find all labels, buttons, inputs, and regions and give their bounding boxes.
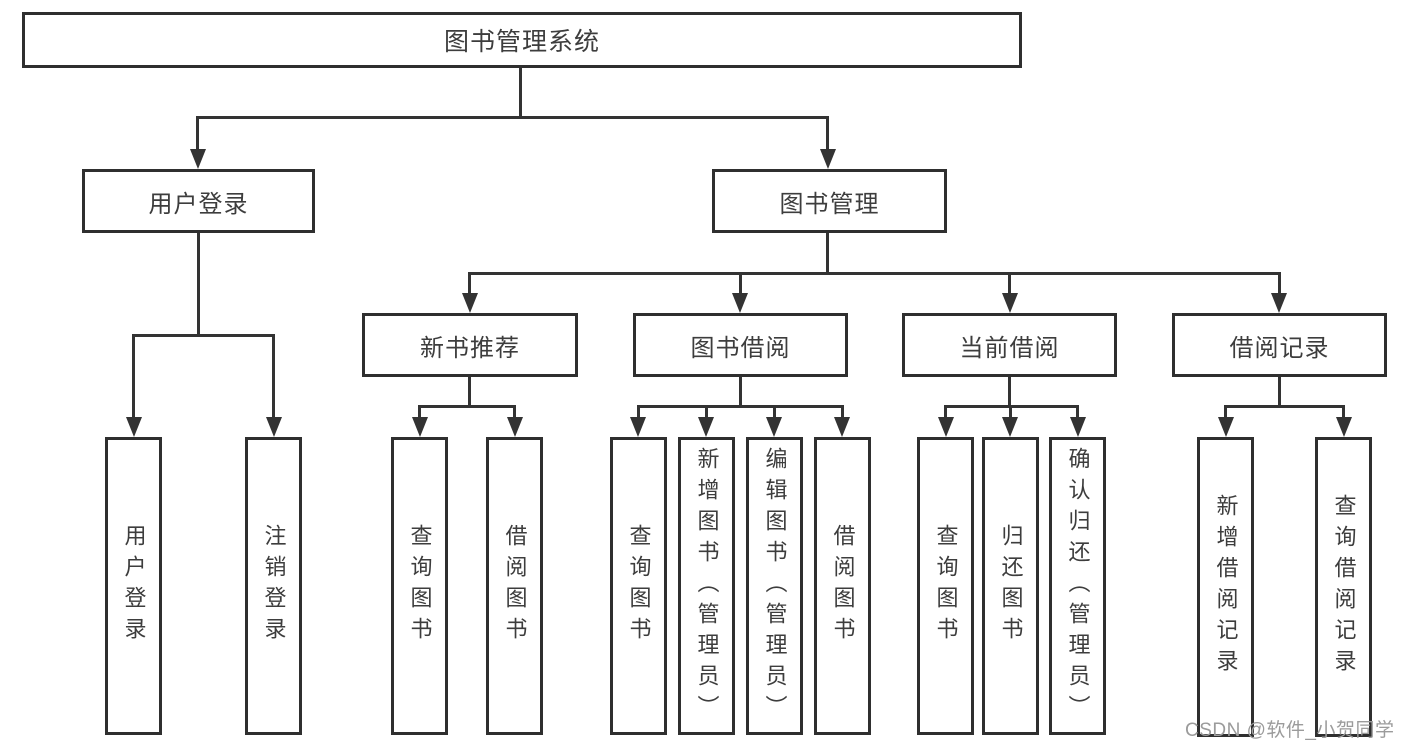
arrow-down-icon [630,417,646,437]
connector-line [739,272,742,300]
connector-line [637,405,844,408]
connector-line [468,272,471,300]
leaf-logout: 注销登录 [245,437,302,735]
connector-line [519,68,522,118]
connector-line [196,116,829,119]
connector-line [705,405,708,425]
leaf-user-login: 用户登录 [105,437,162,735]
leaf-query-books-borrowing: 查询图书 [610,437,667,735]
arrow-down-icon [834,417,850,437]
connector-line [1342,405,1345,425]
arrow-down-icon [766,417,782,437]
arrow-down-icon [820,149,836,169]
node-user-login: 用户登录 [82,169,315,233]
leaf-add-borrow-record: 新增借阅记录 [1197,437,1254,737]
connector-line [1278,377,1281,408]
node-current-borrowing: 当前借阅 [902,313,1117,377]
arrow-down-icon [462,293,478,313]
connector-line [468,272,1281,275]
connector-line [1008,377,1011,408]
connector-line [1224,405,1345,408]
arrow-down-icon [1070,417,1086,437]
leaf-return-books: 归还图书 [982,437,1039,735]
node-borrow-records: 借阅记录 [1172,313,1387,377]
connector-line [468,377,471,408]
connector-line [1278,272,1281,300]
node-book-management: 图书管理 [712,169,947,233]
connector-line [1009,405,1012,425]
connector-line [944,405,947,425]
connector-line [1076,405,1079,425]
connector-line [197,233,200,336]
node-book-management-label: 图书管理 [779,190,880,218]
arrow-down-icon [938,417,954,437]
arrow-down-icon [1002,417,1018,437]
connector-line [1224,405,1227,425]
arrow-down-icon [412,417,428,437]
arrow-down-icon [507,417,523,437]
node-root: 图书管理系统 [22,12,1022,68]
node-new-book-recommend-label: 新书推荐 [420,334,520,362]
watermark: CSDN @软件_小贺同学 [1185,720,1395,741]
connector-line [513,405,516,425]
arrow-down-icon [732,293,748,313]
leaf-query-borrow-record: 查询借阅记录 [1315,437,1372,737]
leaf-query-books-current: 查询图书 [917,437,974,735]
leaf-borrow-books-recommend: 借阅图书 [486,437,543,735]
connector-line [196,116,199,156]
connector-line [1008,272,1011,300]
arrow-down-icon [266,417,282,437]
connector-line [773,405,776,425]
arrow-down-icon [1002,293,1018,313]
connector-line [132,334,135,424]
connector-line [418,405,516,408]
leaf-add-book-admin: 新增图书（管理员） [678,437,735,735]
connector-line [841,405,844,425]
leaf-edit-book-admin: 编辑图书（管理员） [746,437,803,735]
node-book-borrowing: 图书借阅 [633,313,848,377]
connector-line [418,405,421,425]
connector-line [637,405,640,425]
leaf-query-books-recommend: 查询图书 [391,437,448,735]
connector-line [132,334,275,337]
node-current-borrowing-label: 当前借阅 [959,334,1060,362]
connector-line [826,233,829,274]
arrow-down-icon [1336,417,1352,437]
arrow-down-icon [1218,417,1234,437]
node-root-label: 图书管理系统 [443,28,600,56]
node-user-login-label: 用户登录 [148,190,249,218]
connector-line [739,377,742,408]
node-book-borrowing-label: 图书借阅 [690,334,791,362]
node-borrow-records-label: 借阅记录 [1229,334,1330,362]
arrow-down-icon [1271,293,1287,313]
arrow-down-icon [698,417,714,437]
leaf-confirm-return-admin: 确认归还（管理员） [1049,437,1106,735]
arrow-down-icon [126,417,142,437]
node-new-book-recommend: 新书推荐 [362,313,578,377]
arrow-down-icon [190,149,206,169]
leaf-borrow-books: 借阅图书 [814,437,871,735]
connector-line [826,116,829,156]
connector-line [272,334,275,424]
